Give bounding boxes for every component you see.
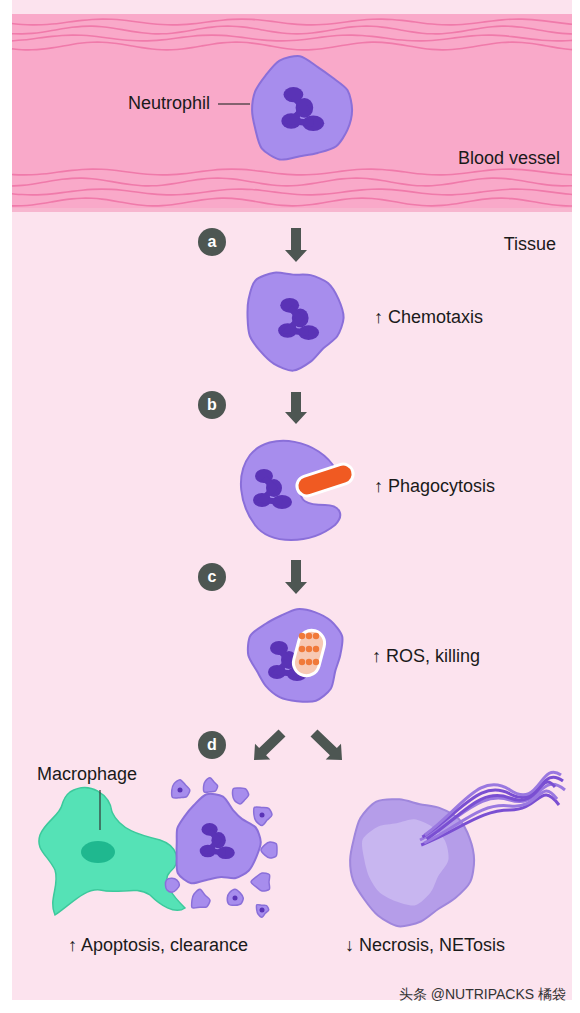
nucleus-link	[288, 307, 309, 332]
fragment-nucleus	[178, 788, 183, 793]
vessel-wall-line	[12, 198, 572, 206]
net-strand	[424, 791, 557, 843]
vessel-wall-line	[12, 189, 572, 195]
apoptotic-fragment	[251, 873, 270, 891]
step-letter: b	[207, 395, 217, 414]
vessel-wall-line	[12, 19, 572, 25]
watermark: 头条 @NUTRIPACKS 橘袋	[399, 986, 566, 1003]
macrophage-nucleus	[81, 841, 115, 863]
fragment-nucleus	[260, 813, 265, 818]
bacterium-fragment	[313, 659, 319, 665]
apoptotic-fragment	[227, 889, 243, 905]
fragment-nucleus	[233, 896, 238, 901]
vessel-wall-line	[12, 26, 572, 34]
net-strand	[421, 795, 559, 845]
bacterium-fragment	[299, 633, 305, 639]
phagosome	[290, 627, 327, 678]
neutrophil-body	[248, 609, 343, 702]
bacterium	[294, 462, 355, 499]
apoptotic-fragment	[172, 780, 190, 798]
arrow-shape	[246, 725, 289, 768]
step-letter: d	[207, 735, 217, 754]
step-letter: a	[208, 232, 217, 251]
bacterium-fragment	[299, 659, 305, 665]
step-letter: c	[208, 567, 217, 586]
apoptotic-fragment	[233, 788, 249, 804]
step-marker: b	[198, 391, 226, 419]
region-label: Tissue	[504, 234, 556, 256]
vessel-region: Blood vessel	[12, 14, 572, 210]
bacterium-fragment	[306, 633, 312, 639]
outcome-label: ↓ Necrosis, NETosis	[345, 935, 505, 957]
vessel-wall	[12, 19, 572, 206]
apoptotic-fragment	[204, 778, 218, 792]
nucleus-link	[291, 97, 313, 123]
nets	[420, 772, 565, 845]
leader-line	[218, 103, 250, 104]
apoptotic-body	[177, 794, 261, 883]
function-label: ↑ Phagocytosis	[374, 476, 495, 498]
net-strand	[427, 782, 555, 839]
leader-line	[99, 790, 100, 830]
vessel-band	[12, 14, 572, 210]
step-marker: d	[198, 731, 226, 759]
bacterium-fragment	[313, 633, 319, 639]
macrophage-body	[39, 788, 185, 915]
apoptotic-fragment	[261, 842, 277, 858]
step-arrow	[285, 392, 307, 424]
step-arrow	[285, 228, 307, 262]
tissue-region: Tissue a b c d	[12, 210, 572, 1000]
vessel-edge	[12, 208, 572, 212]
apoptotic-fragment	[192, 889, 210, 908]
vessel-wall-line	[12, 35, 572, 41]
region-label: Blood vessel	[458, 148, 560, 170]
tissue-ground	[12, 0, 572, 1000]
neutrophil-body	[248, 273, 344, 371]
vessel-wall-line	[12, 169, 572, 175]
apoptotic-fragment	[254, 807, 272, 826]
function-label: ↑ ROS, killing	[372, 646, 480, 668]
step-arrow	[246, 725, 289, 768]
bacterium-fragment	[299, 646, 305, 652]
nucleus-link	[208, 831, 226, 853]
apoptotic-fragment	[256, 905, 268, 918]
arrow-shape	[306, 725, 349, 768]
step-arrow	[306, 725, 349, 768]
step-arrow	[285, 560, 307, 594]
vessel-wall-line	[12, 178, 572, 186]
bacterium-fragment	[306, 659, 312, 665]
step-marker: a	[198, 228, 226, 256]
step-marker: c	[198, 563, 226, 591]
function-label: ↑ Chemotaxis	[374, 307, 483, 329]
bacterium-fragment	[313, 646, 319, 652]
vessel-wall-line	[12, 42, 572, 50]
cell-label: Macrophage	[37, 764, 137, 786]
cell-label: Neutrophil	[128, 93, 210, 115]
fragment-nucleus	[260, 908, 265, 913]
nucleus-link	[262, 478, 282, 502]
neutrophil-body	[252, 56, 352, 160]
bacterium-fragment	[306, 646, 312, 652]
outcome-label: ↑ Apoptosis, clearance	[68, 935, 248, 957]
apoptotic-fragment	[165, 878, 179, 892]
